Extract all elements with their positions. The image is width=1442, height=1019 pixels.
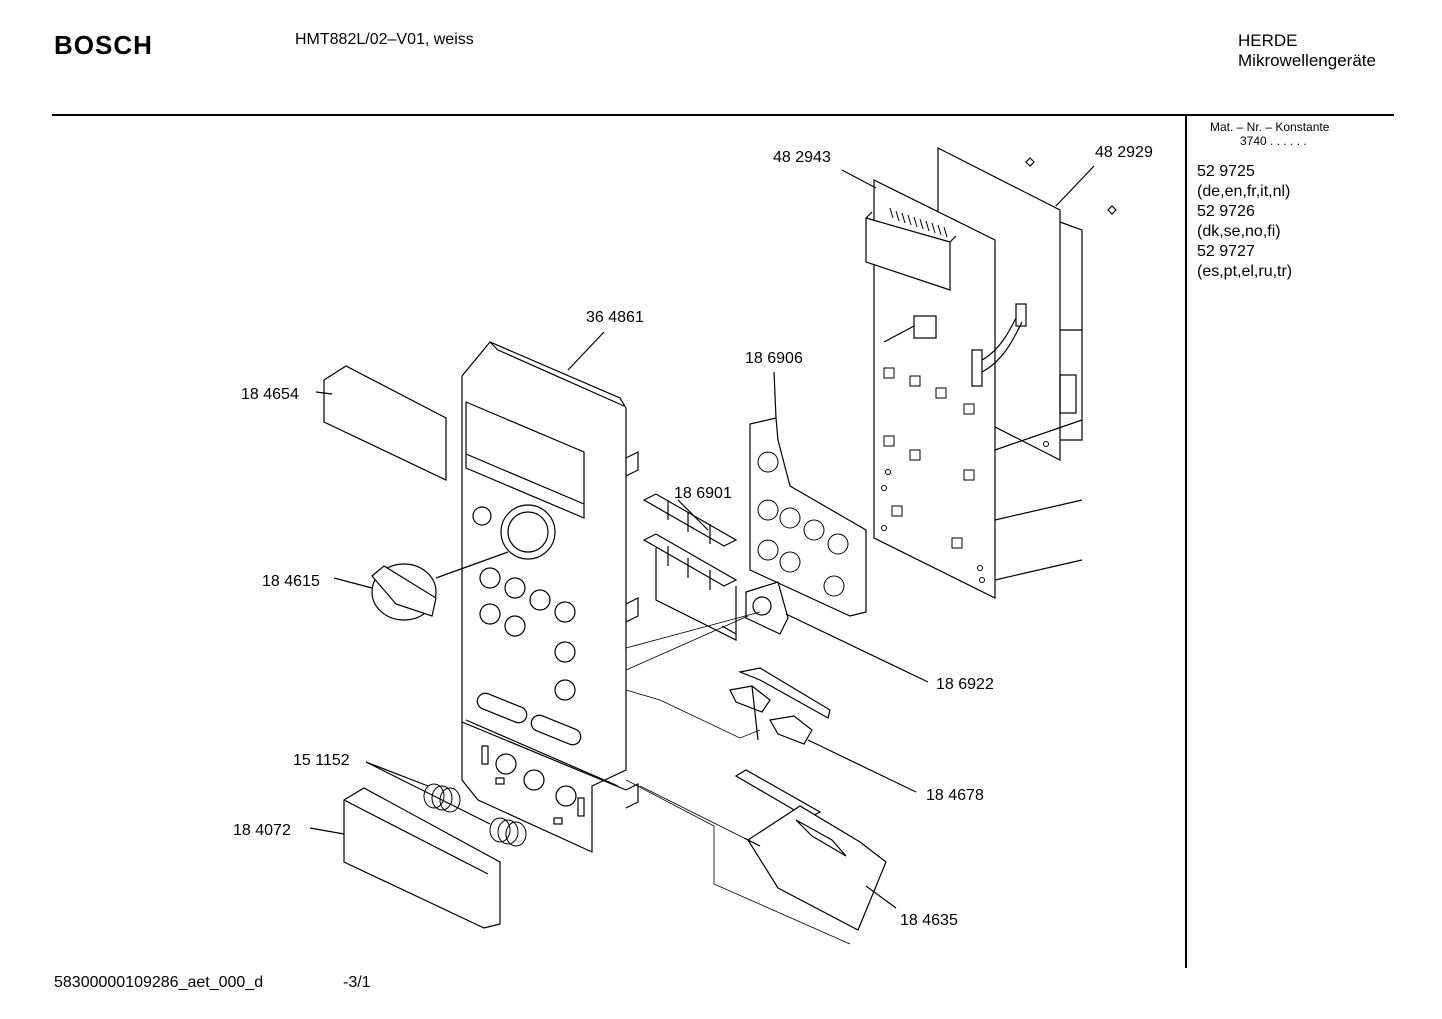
part-184635-door-lever [734,769,887,931]
label-186901: 18 6901 [674,485,732,502]
part-184072-cover [343,787,501,929]
part-184615-knob [371,551,509,621]
label-184615: 18 4615 [262,573,320,590]
label-186922: 18 6922 [936,676,994,693]
document-id: 58300000109286_aet_000_d [54,974,264,991]
material-entry: 52 9726 [1197,203,1255,220]
material-entry: (dk,se,no,fi) [1197,223,1281,240]
label-482943: 48 2943 [773,149,831,166]
category-label: HERDE [1238,31,1298,50]
material-heading: Mat. – Nr. – Konstante [1210,120,1330,134]
label-186906: 18 6906 [745,350,803,367]
model-number: HMT882L/02–V01, weiss [295,31,474,48]
material-entry: 52 9727 [1197,243,1255,260]
label-482929: 48 2929 [1095,144,1153,161]
part-186901-frame [642,493,738,641]
part-186922-button-cap [752,596,772,616]
part-184678-slider-buttons [729,667,831,745]
label-184654: 18 4654 [241,386,299,403]
label-364861: 36 4861 [586,309,644,326]
material-entry: (de,en,fr,it,nl) [1197,183,1291,200]
part-482943-board [865,157,1117,599]
part-364861-front-panel [461,341,639,853]
label-184635: 18 4635 [900,912,958,929]
material-entry: 52 9725 [1197,163,1255,180]
part-186906-button-carrier [749,417,867,617]
material-entry: (es,pt,el,ru,tr) [1197,263,1293,280]
material-constant: 3740 . . . . . . [1240,134,1307,148]
label-151152: 15 1152 [293,752,350,769]
label-184072: 18 4072 [233,822,291,839]
subcategory-label: Mikrowellengeräte [1238,51,1376,70]
side-panel-divider [1185,116,1187,968]
part-184654-window [323,365,447,481]
brand-logo: BOSCH [54,30,153,60]
part-186922-button [745,581,789,635]
part-151152-springs [423,783,527,847]
header-divider [52,114,1394,116]
part-184072-edge [343,799,489,875]
page-number: -3/1 [343,974,371,991]
label-184678: 18 4678 [926,787,984,804]
